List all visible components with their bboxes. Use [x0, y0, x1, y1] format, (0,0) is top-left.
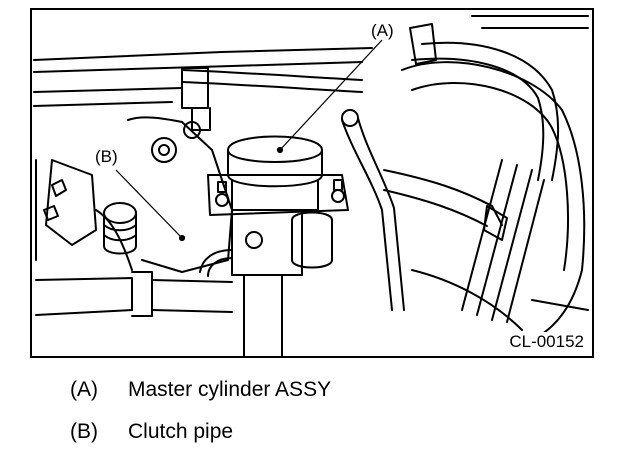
firewall-panel [127, 116, 233, 273]
engine-bay-illustration: (A) (B) CL-00152 [30, 8, 594, 358]
top-right-frame [471, 15, 589, 29]
reservoir-body [231, 179, 319, 211]
upper-hose-clip [409, 23, 437, 65]
fitting-body [103, 212, 137, 255]
diagonal-pipe [341, 117, 405, 311]
clip-bolt [183, 121, 201, 139]
legend-item-b: (B) Clutch pipe [70, 420, 331, 462]
top-hose [181, 69, 363, 93]
booster-ribs [461, 159, 545, 323]
booster-outline [401, 61, 586, 341]
legend-label: Master cylinder ASSY [128, 378, 332, 401]
legend-key: (B) [70, 420, 98, 443]
firewall-hole [151, 137, 177, 163]
pushrod [243, 274, 283, 356]
left-bracket [45, 159, 97, 246]
cylinder-port [291, 211, 333, 269]
leader-a-dot [276, 146, 284, 154]
legend-item-a: (A) Master cylinder ASSY [70, 378, 331, 420]
bolt-studs [217, 179, 343, 193]
lower-pipe [35, 277, 133, 316]
lower-pipe-clamp [131, 271, 153, 317]
left-bracket-teeth [43, 179, 67, 221]
line-drawing [33, 15, 589, 356]
lower-pipe-2 [151, 279, 233, 313]
reservoir-cap-top [227, 149, 323, 163]
legend-key: (A) [70, 378, 98, 401]
leader-b-dot [178, 234, 186, 242]
leader-a [279, 39, 383, 151]
legend-label: Clutch pipe [128, 420, 234, 443]
clutch-pipe [199, 249, 233, 277]
figure-code: CL-00152 [507, 332, 586, 352]
cylinder-body [231, 209, 303, 276]
reservoir-flange [207, 174, 349, 216]
port-fitting [245, 231, 263, 249]
left-panel-lines [35, 159, 133, 271]
upper-hose [411, 41, 560, 181]
leader-b [115, 169, 183, 239]
bottom-right-lines [411, 269, 589, 331]
flange-bolt-left [215, 193, 229, 207]
upper-rail [33, 47, 373, 73]
fitting-rings [103, 224, 137, 242]
callout-b: (B) [94, 147, 119, 166]
firewall-hole-2 [158, 144, 170, 156]
callout-a: (A) [370, 21, 395, 40]
upper-rail-2 [33, 87, 183, 107]
diagonal-pipe-end [341, 109, 359, 127]
booster-ring [411, 82, 569, 271]
leader-lines [115, 39, 383, 242]
legend: (A) Master cylinder ASSY (B) Clutch pipe [70, 378, 331, 462]
